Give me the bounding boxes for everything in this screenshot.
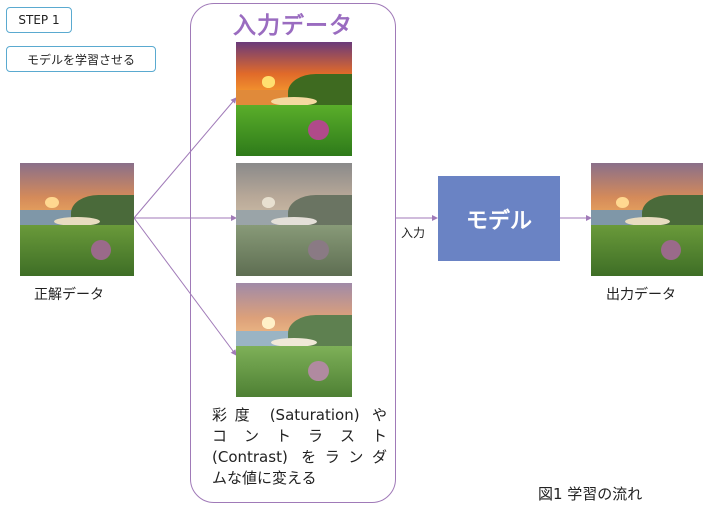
output-image [591,163,703,276]
ground-truth-label: 正解データ [34,287,104,303]
input-arrow-label: 入力 [401,226,426,240]
description-line: (Contrast) をランダ [212,448,387,466]
description-line: ムな値に変える [212,469,317,487]
arrow-to-input-1 [133,97,237,219]
input-data-title: 入力データ [233,13,353,39]
model-box: モデル [438,176,560,261]
figure-caption: 図1 学習の流れ [538,485,643,503]
step-subtitle-text: モデルを学習させる [26,52,135,67]
output-label: 出力データ [606,287,676,303]
input-image-desaturated [236,163,352,276]
model-label: モデル [465,208,532,234]
ground-truth-image [20,163,134,276]
input-image-saturated [236,42,352,156]
description-line: コ ン ト ラ ス ト [212,427,387,445]
input-image-contrast [236,283,352,397]
step-subtitle: モデルを学習させる [6,46,156,72]
step-label-text: STEP 1 [18,13,60,27]
step-label: STEP 1 [6,7,72,33]
arrow-to-input-3 [133,217,237,356]
input-description: 彩度 (Saturation) や コ ン ト ラ ス ト (Contrast)… [212,405,387,489]
description-line: 彩度 (Saturation) や [212,406,387,424]
